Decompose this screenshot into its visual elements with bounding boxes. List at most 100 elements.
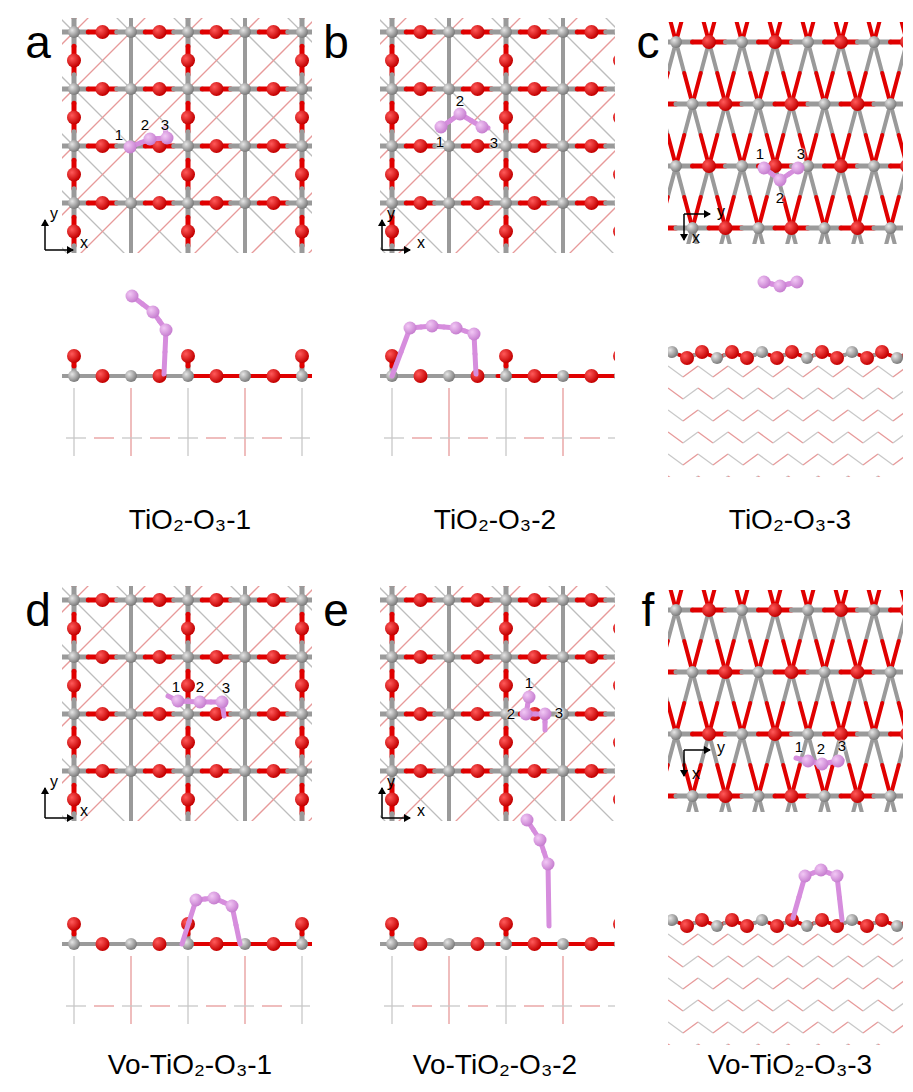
atom [267,707,281,721]
atom [846,346,858,358]
atom [774,174,787,187]
bulk-bond [803,454,818,465]
axis-label: y [50,206,58,222]
atom [585,707,599,721]
bulk-bond [818,432,833,443]
bulk-bond [74,146,131,203]
bulk-bond [803,410,818,421]
bulk-bond [668,432,683,443]
bulk-bond [818,1000,833,1011]
bulk-bond [683,432,698,443]
bulk-bond [563,600,615,657]
bulk-bond [449,714,506,771]
atom [96,25,110,39]
bulk-bond [563,146,615,203]
structure-view [62,349,312,456]
bulk-bond [392,771,449,821]
bulk-bond [563,89,615,146]
atom [740,351,754,365]
bulk-bond [773,1044,788,1045]
atom [296,765,308,777]
structure-caption: TiO₂-O₃-1 [129,506,251,534]
bond [223,709,224,716]
atom [851,789,865,803]
bulk-bond [788,454,803,465]
bond [796,758,802,760]
bulk-bond [290,1005,310,1006]
bulk-bond [818,366,833,377]
atom [542,858,555,871]
atom [557,651,569,663]
bulk-bond [878,1044,893,1045]
atom [210,650,224,664]
bulk-bond [188,714,245,771]
atom [385,225,399,239]
bulk-bond [893,978,903,989]
axis-label: y [717,204,725,220]
bulk-bond [449,146,506,203]
atom [385,622,399,636]
bulk-bond [131,600,188,657]
bulk-bond [878,1000,893,1011]
bulk-bond [878,388,893,399]
bulk-bond [743,934,758,945]
bulk-bond [803,476,818,477]
atom [725,345,739,359]
bulk-bond [893,454,903,465]
bulk-bond [818,388,833,399]
bulk-bond [698,410,713,421]
bulk-bond [668,454,683,465]
atom [758,162,771,175]
atom [687,666,699,678]
atom [528,764,542,778]
atom [426,320,439,333]
atom [414,707,428,721]
bulk-bond [392,146,449,203]
bulk-bond [245,203,302,253]
atom [210,369,224,383]
bond [606,769,615,774]
bulk-bond [244,388,245,456]
atom [295,54,309,68]
panel-letter: f [642,587,655,633]
bulk-bond [713,1000,728,1011]
bulk-bond [131,771,188,821]
atom [414,369,428,383]
atom [499,54,513,68]
bond [606,655,615,660]
bulk-bond [188,32,245,89]
atom [670,728,682,740]
bulk-bond [818,1022,833,1033]
bulk-bond [468,437,488,438]
atom [851,665,865,679]
atom [194,696,207,709]
atom [386,140,398,152]
bulk-bond [773,476,788,477]
atom [161,132,174,145]
atom [802,755,815,768]
atom [670,36,682,48]
atom [181,736,195,750]
bulk-bond [683,454,698,465]
bulk-bond [803,432,818,443]
bulk-bond [563,89,615,146]
bulk-bond [392,600,449,657]
atom [500,83,512,95]
atom [499,622,513,636]
bulk-bond [758,956,773,967]
structure-caption: TiO₂-O₃-2 [434,506,556,534]
bulk-bond [728,1044,743,1045]
bulk-bond [391,956,392,1024]
bulk-bond [608,437,615,438]
atom [613,917,615,931]
bulk-bond [833,1044,848,1045]
bulk-bond [833,410,848,421]
atom [614,708,615,720]
atom [585,650,599,664]
ozone-molecule [796,755,845,771]
bulk-bond [788,934,803,945]
atom [414,593,428,607]
bulk-bond [713,454,728,465]
atom [181,622,195,636]
